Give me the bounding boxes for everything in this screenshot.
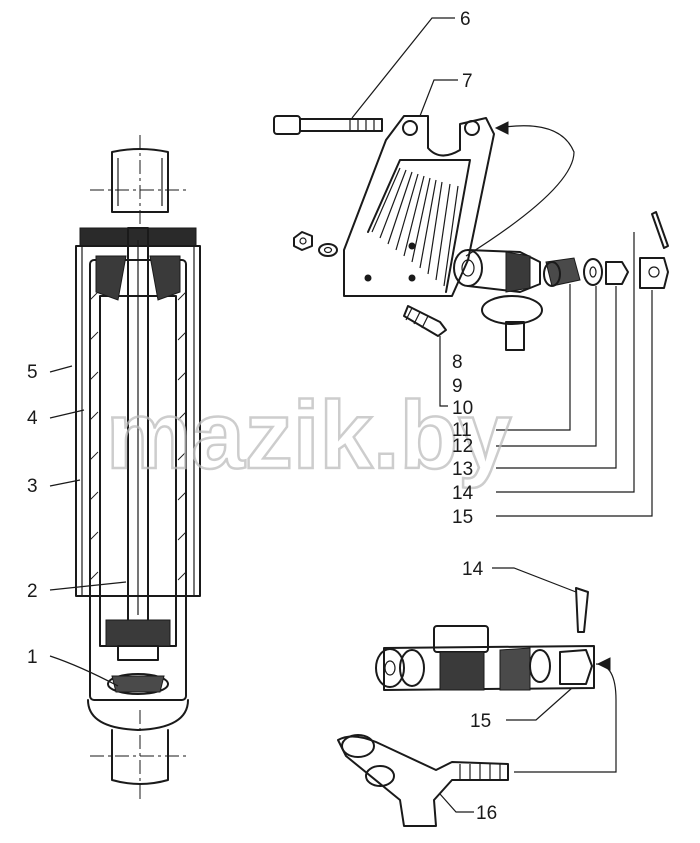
- label-part-13: 13: [452, 459, 473, 480]
- lower-joint-assembly: [337, 587, 617, 827]
- label-part-15: 15: [452, 507, 473, 528]
- swivel-joint-drawing: [453, 249, 543, 351]
- label-part-14-lower: 14: [462, 559, 484, 580]
- label-part-7: 7: [462, 71, 473, 92]
- label-part-4: 4: [27, 408, 38, 429]
- label-part-8: 8: [452, 352, 463, 373]
- label-part-9: 9: [452, 376, 463, 397]
- casing-hatching: [89, 291, 187, 581]
- label-part-11: 11: [452, 420, 472, 441]
- bracket-7-drawing: [343, 115, 495, 297]
- label-part-12: 12: [452, 436, 473, 457]
- label-part-14: 14: [452, 483, 474, 504]
- label-part-15-lower: 15: [470, 711, 491, 732]
- watermark-text: mazik.by: [106, 382, 512, 489]
- part-number-labels: 5 4 3 2 1 6 7 8 9 10 11 12 13 14 15 14 1…: [27, 9, 497, 824]
- bolt-8-drawing: [403, 305, 447, 337]
- bracket-assembly: [273, 115, 669, 351]
- label-part-5: 5: [27, 362, 38, 383]
- label-part-16: 16: [476, 803, 497, 824]
- label-part-10: 10: [452, 398, 473, 419]
- label-part-1: 1: [27, 647, 38, 668]
- label-part-2: 2: [27, 581, 38, 602]
- label-part-6: 6: [460, 9, 471, 30]
- leader-lines: [49, 17, 653, 813]
- label-part-3: 3: [27, 476, 38, 497]
- bolt-6-drawing: [273, 115, 383, 135]
- nuts-9-10-drawing: [293, 231, 338, 257]
- shock-absorber-assembly: [75, 135, 201, 800]
